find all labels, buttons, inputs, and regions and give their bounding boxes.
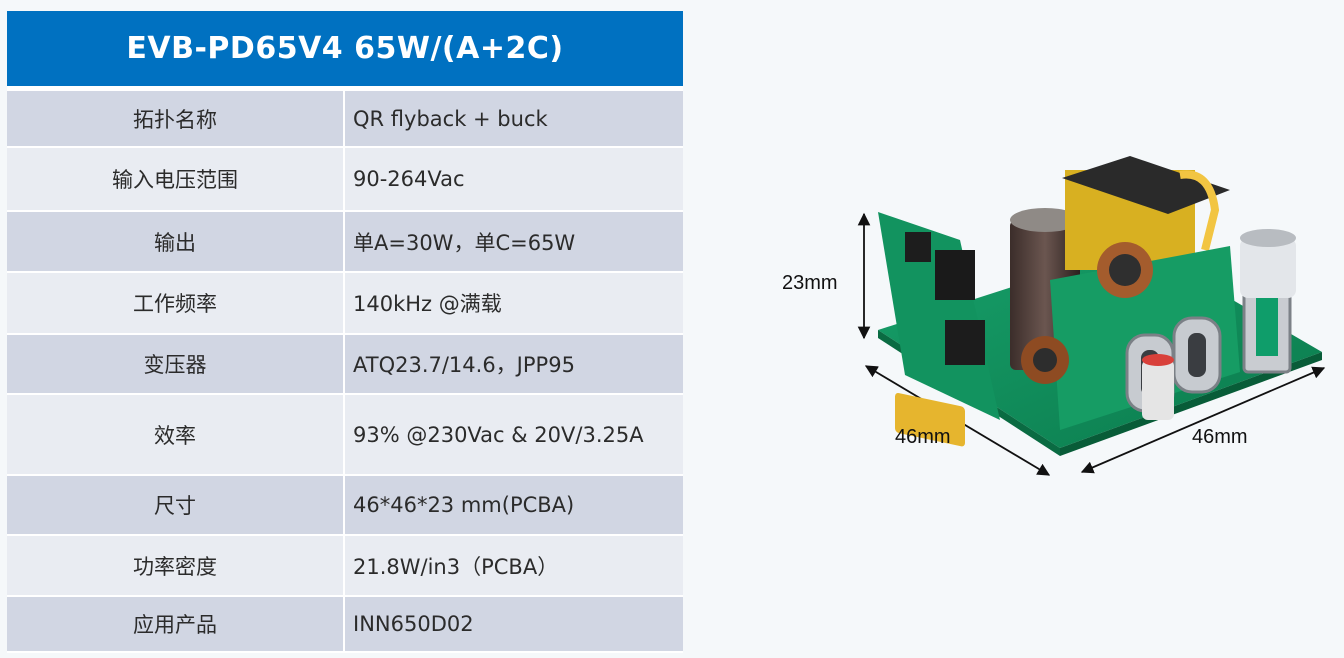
spec-label: 工作频率 [7,273,345,335]
width-dimension-arrow [1080,366,1326,474]
capacitor-top [1240,229,1296,247]
table-row: 拓扑名称 QR flyback + buck [7,91,683,148]
mosfet-chip [935,250,975,300]
table-title: EVB-PD65V4 65W/(A+2C) [7,11,683,91]
table-row: 变压器 ATQ23.7/14.6，JPP95 [7,335,683,395]
spec-label: 变压器 [7,335,345,395]
capacitor [1240,238,1296,298]
usb-c-opening [1188,333,1206,377]
table-row: 应用产品 INN650D02 [7,597,683,653]
ic-chip [905,232,931,262]
spec-value: 140kHz @满载 [345,273,683,335]
spec-label: 输出 [7,212,345,273]
output-capacitor [1142,360,1174,420]
width-dimension-label: 46mm [1192,426,1248,448]
spec-label: 输入电压范围 [7,148,345,212]
spec-label: 拓扑名称 [7,91,345,148]
height-dimension-label: 23mm [782,272,838,294]
capacitor-top [1010,208,1080,232]
spec-value: 93% @230Vac & 20V/3.25A [345,395,683,476]
table-row: 功率密度 21.8W/in3（PCBA） [7,536,683,597]
spec-value: 90-264Vac [345,148,683,212]
spec-value: 46*46*23 mm(PCBA) [345,476,683,536]
spec-label: 功率密度 [7,536,345,597]
spec-label: 应用产品 [7,597,345,653]
yellow-capacitor [895,392,965,447]
mosfet-chip [945,320,985,365]
table-row: 输入电压范围 90-264Vac [7,148,683,212]
table-row: 尺寸 46*46*23 mm(PCBA) [7,476,683,536]
depth-dimension-label: 46mm [895,426,951,448]
spec-value: INN650D02 [345,597,683,653]
pcb-edge [1060,352,1322,456]
spec-value: 21.8W/in3（PCBA） [345,536,683,597]
spec-value: QR flyback + buck [345,91,683,148]
spec-value: 单A=30W，单C=65W [345,212,683,273]
table-row: 效率 93% @230Vac & 20V/3.25A [7,395,683,476]
inductor-core [1033,348,1057,372]
spec-value: ATQ23.7/14.6，JPP95 [345,335,683,395]
spec-label: 尺寸 [7,476,345,536]
transformer-wire [1179,170,1220,251]
capacitor-top [1142,354,1174,366]
spec-table: EVB-PD65V4 65W/(A+2C) 拓扑名称 QR flyback + … [7,11,683,653]
spec-label: 效率 [7,395,345,476]
left-vertical-pcb [878,212,1000,420]
table-row: 输出 单A=30W，单C=65W [7,212,683,273]
inductor-core [1109,254,1141,286]
transformer-core [1062,156,1230,214]
table-row: 工作频率 140kHz @满载 [7,273,683,335]
